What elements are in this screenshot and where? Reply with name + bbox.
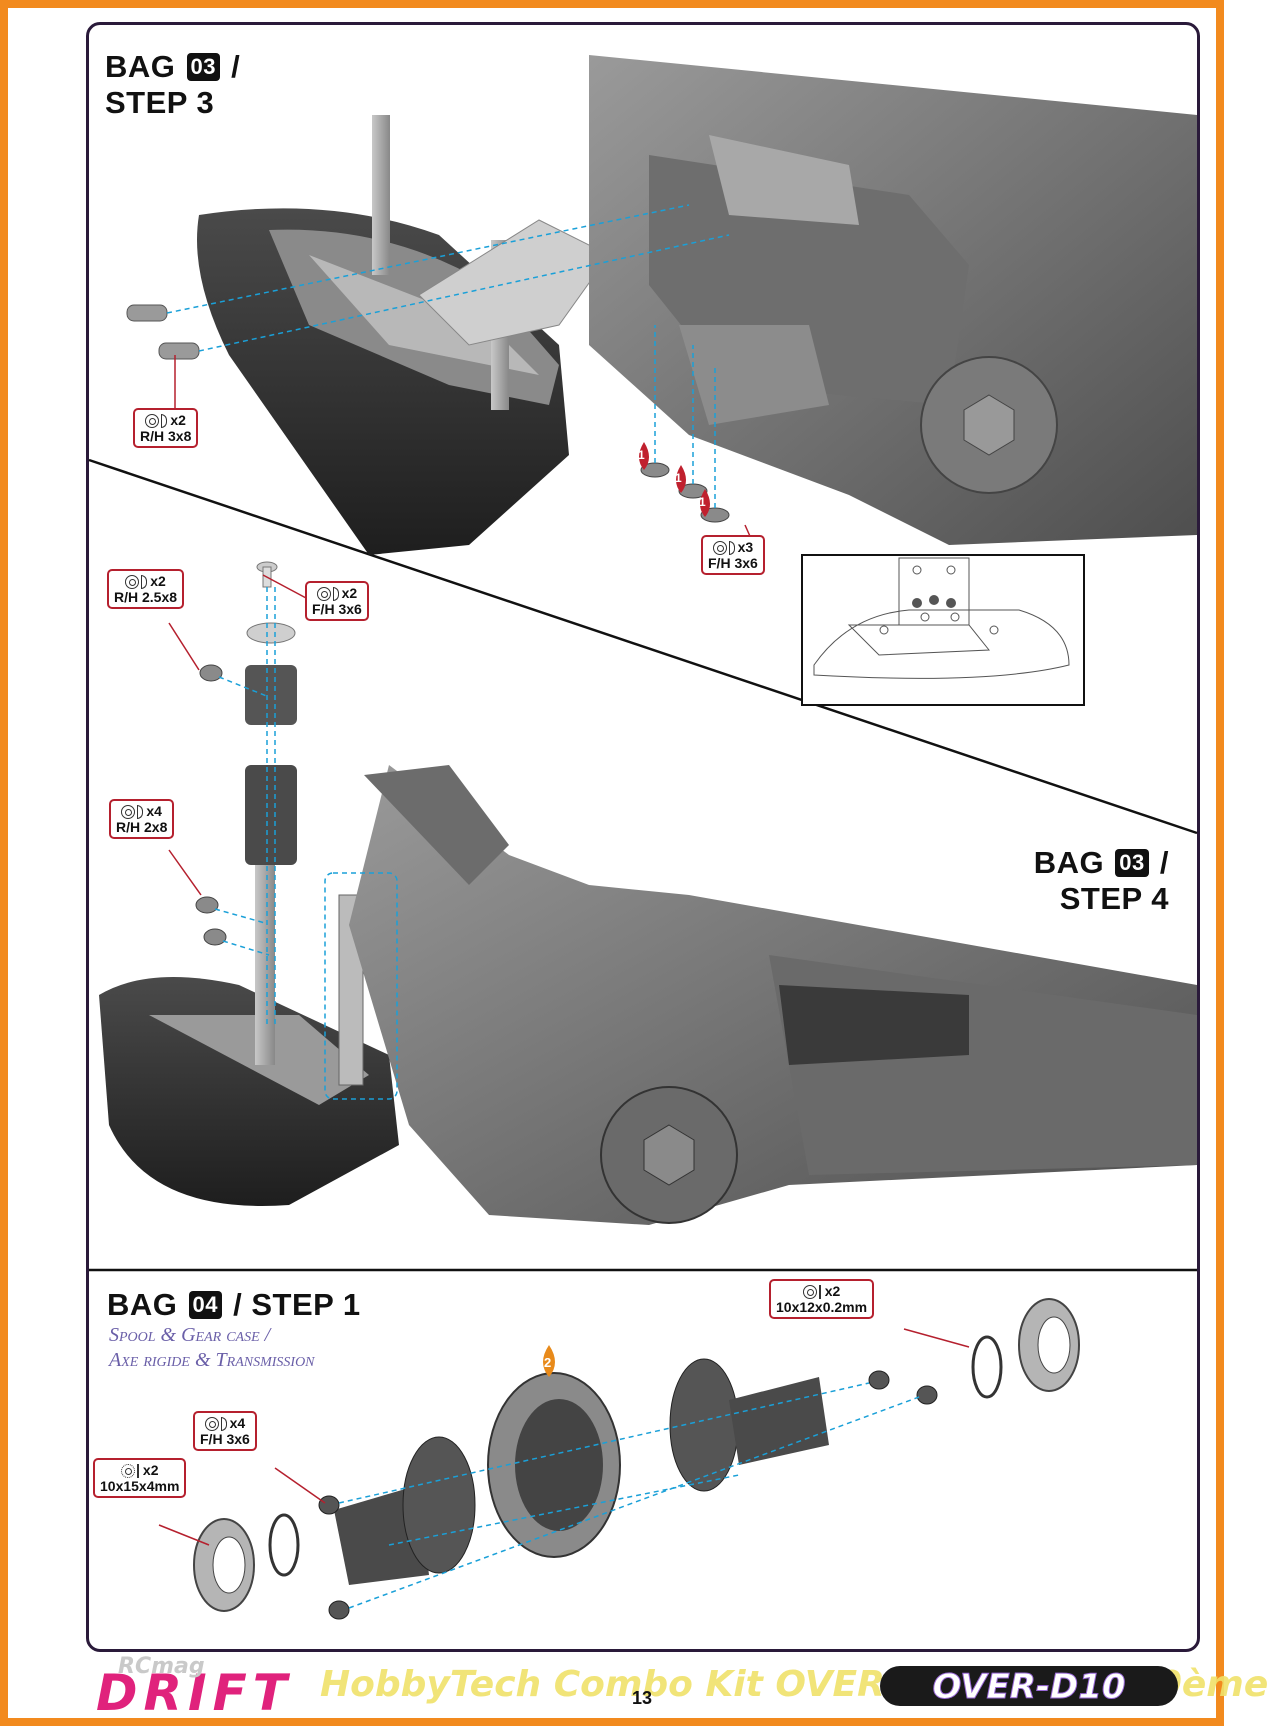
hardware-qty: x4	[146, 803, 162, 819]
marker-1-label: 1	[699, 495, 706, 509]
washer-icon	[316, 587, 331, 601]
bag-number-badge: 03	[1115, 849, 1149, 877]
hardware-callout-bearing-10x15x4: x2 10x15x4mm	[93, 1458, 187, 1498]
hardware-size: R/H 2x8	[116, 819, 168, 835]
marker-1-label: 1	[638, 448, 645, 462]
rcmag-watermark: RCmag	[118, 1654, 205, 1679]
assembly-illustrations	[88, 55, 1198, 1620]
washer-icon	[145, 414, 160, 428]
subtitle-french: Axe rigide & Transmission	[109, 1349, 315, 1371]
step4-chassis-illustration	[99, 561, 1197, 1225]
hardware-callout-shim-10x12: x2 10x12x0.2mm	[769, 1279, 875, 1319]
bag-label: BAG	[1033, 845, 1105, 880]
hardware-callout-rh-3x8: x2 R/H 3x8	[133, 408, 199, 448]
screw-head-icon	[332, 587, 339, 601]
step-label: STEP 4	[1059, 881, 1169, 916]
screw-head-icon	[728, 541, 735, 555]
step-label: / STEP 1	[233, 1287, 361, 1322]
hardware-qty: x2	[170, 412, 186, 428]
marker-1-label: 1	[675, 471, 682, 485]
step3-bumper-illustration	[126, 55, 1197, 556]
shim-edge-icon	[818, 1285, 821, 1299]
drift-logo: DRIFT	[96, 1664, 293, 1722]
washer-icon	[121, 805, 136, 819]
hardware-size: R/H 3x8	[140, 428, 192, 444]
hardware-size: F/H 3x6	[200, 1431, 250, 1447]
marker-1-drops	[639, 442, 710, 517]
step4-title: BAG 03 / STEP 4	[929, 845, 1169, 917]
shim-icon	[802, 1285, 817, 1299]
bag-number-badge: 04	[188, 1291, 222, 1319]
hardware-callout-rh-2x8: x4 R/H 2x8	[109, 799, 175, 839]
hardware-size: 10x12x0.2mm	[776, 1299, 868, 1315]
hardware-qty: x2	[142, 1462, 159, 1478]
hardware-size: R/H 2.5x8	[114, 589, 178, 605]
screw-head-icon	[141, 575, 148, 589]
screw-head-icon	[220, 1417, 227, 1431]
step-label: STEP 3	[105, 85, 215, 120]
hardware-qty: x2	[341, 585, 358, 601]
bag-number-badge: 03	[186, 53, 220, 81]
svg-text:OVER-D10: OVER-D10	[932, 1667, 1125, 1707]
hardware-callout-fh-3x6-a: x3 F/H 3x6	[701, 535, 765, 575]
washer-icon	[125, 575, 140, 589]
title-slash: /	[1159, 845, 1169, 880]
bag-label: BAG	[105, 49, 176, 84]
screw-head-icon	[161, 414, 168, 428]
bearing-icon	[120, 1464, 135, 1478]
hardware-size: 10x15x4mm	[100, 1478, 180, 1494]
page-number: 13	[632, 1688, 653, 1708]
subtitle-english: Spool & Gear case /	[109, 1324, 271, 1346]
screw-head-icon	[137, 805, 144, 819]
hardware-callout-fh-3x6-c: x4 F/H 3x6	[193, 1411, 257, 1451]
washer-icon	[712, 541, 727, 555]
over-d10-logo: OVER-D10	[880, 1666, 1178, 1708]
marker-2-label: 2	[544, 1355, 552, 1370]
title-slash: /	[231, 49, 241, 84]
hardware-size: F/H 3x6	[708, 555, 758, 571]
washer-icon	[204, 1417, 219, 1431]
hardware-callout-rh-2.5x8: x2 R/H 2.5x8	[107, 569, 185, 609]
hardware-callout-fh-3x6-b: x2 F/H 3x6	[305, 581, 369, 621]
instruction-frame: BAG 03 / STEP 3 BAG 03 / STEP 4 BAG 04 /…	[86, 22, 1200, 1652]
hardware-qty: x2	[824, 1283, 841, 1299]
step-divider-diagonal	[88, 458, 1198, 835]
bottom-view-inset	[801, 554, 1085, 706]
hardware-qty: x4	[229, 1415, 246, 1431]
bag-label: BAG	[107, 1287, 178, 1322]
marker-2-drop	[543, 1345, 555, 1377]
hardware-qty: x2	[150, 573, 166, 589]
hardware-qty: x3	[737, 539, 754, 555]
bag4-step1-title: BAG 04 / STEP 1	[107, 1287, 361, 1323]
hardware-size: F/H 3x6	[312, 601, 362, 617]
step3-title: BAG 03 / STEP 3	[105, 49, 240, 121]
spool-exploded-illustration	[193, 1298, 1080, 1620]
bearing-edge-icon	[136, 1464, 139, 1478]
